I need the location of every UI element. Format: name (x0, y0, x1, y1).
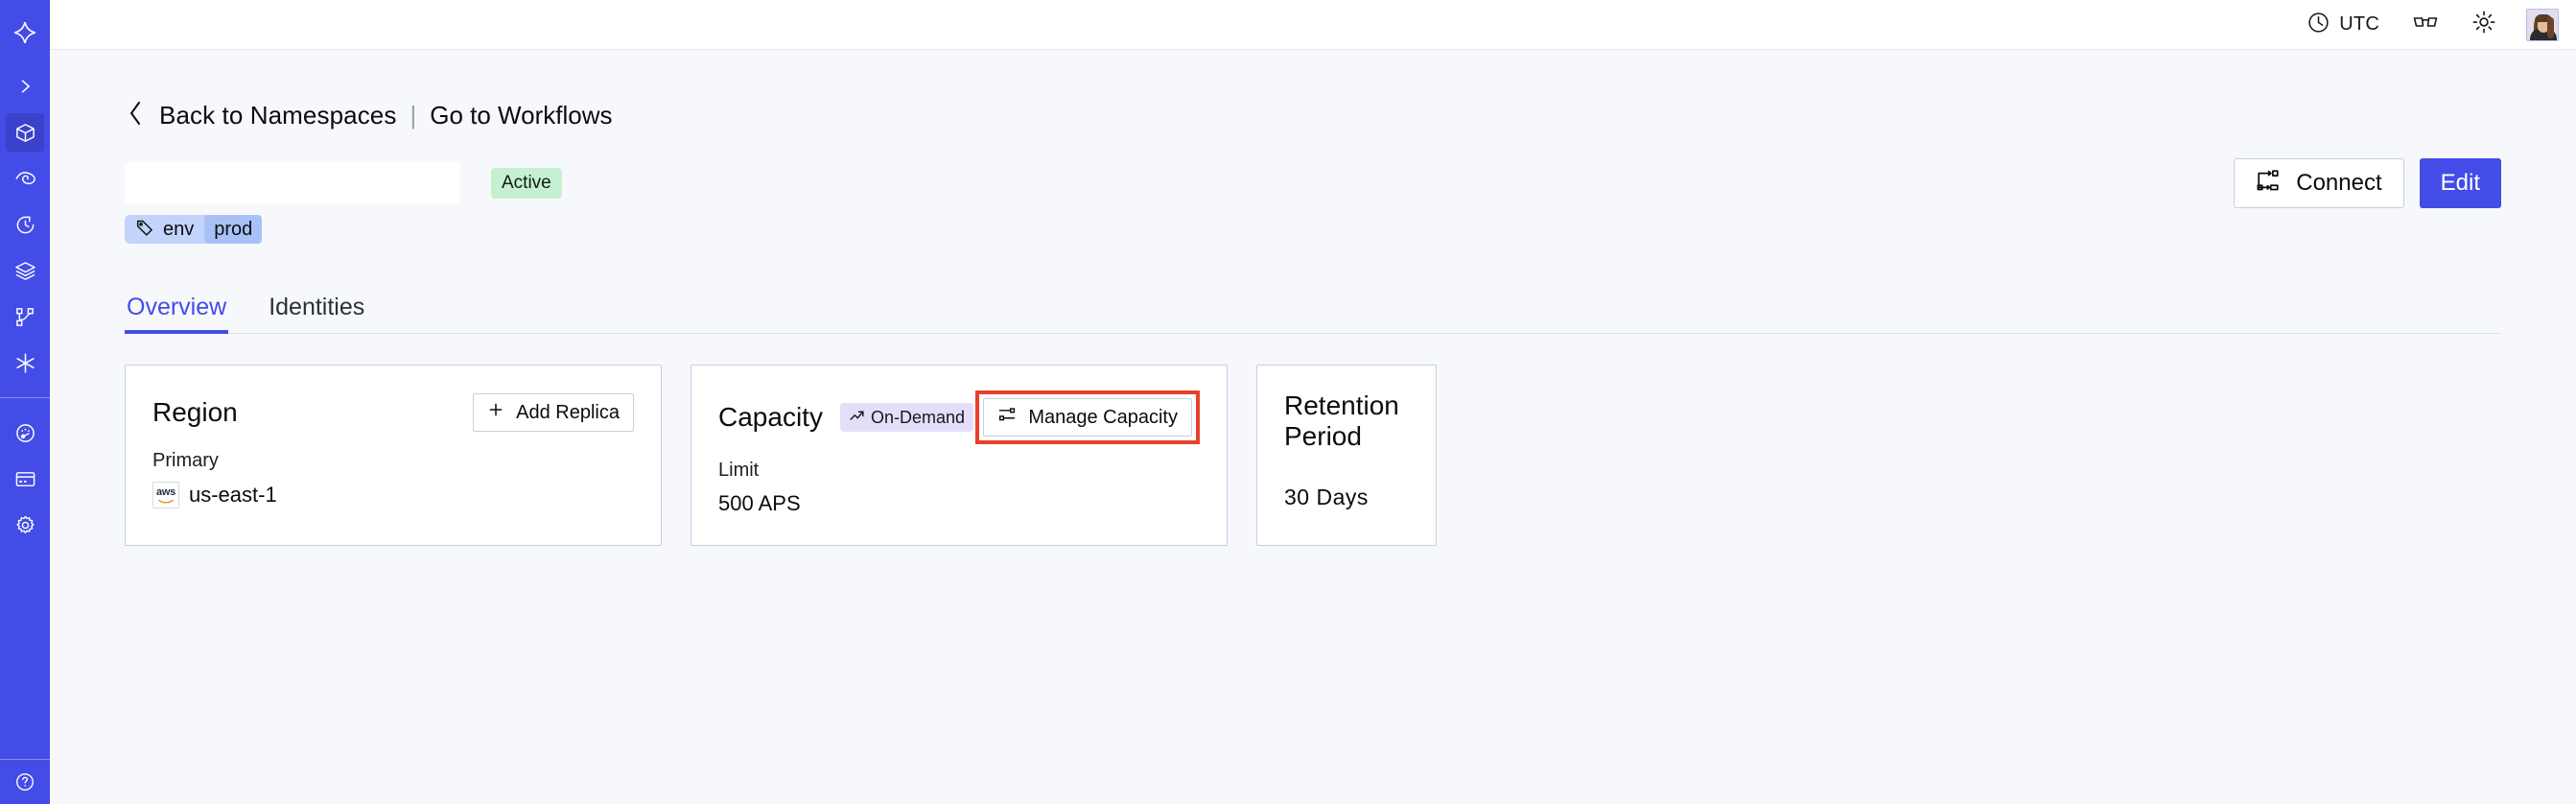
back-to-namespaces-link[interactable]: Back to Namespaces (125, 99, 396, 132)
avatar-hair-front (2535, 13, 2552, 22)
chevron-right-icon (15, 77, 35, 96)
capacity-card-title: Capacity (718, 402, 823, 432)
timezone-selector[interactable]: UTC (2290, 0, 2396, 50)
breadcrumb-divider: | (410, 100, 417, 130)
connect-label: Connect (2296, 170, 2382, 196)
retention-card-title: Retention Period (1284, 390, 1399, 451)
sidebar-primary-group (0, 113, 50, 382)
docs-button[interactable] (2396, 0, 2455, 50)
sliders-icon (997, 405, 1017, 430)
page-content: Back to Namespaces | Go to Workflows Act… (50, 50, 2576, 804)
tab-overview[interactable]: Overview (125, 294, 229, 334)
connect-flow-icon (2256, 168, 2281, 200)
sidebar-logo[interactable] (0, 8, 50, 58)
asterisk-icon (13, 351, 37, 375)
manage-capacity-button[interactable]: Manage Capacity (983, 398, 1192, 437)
cube-icon (14, 122, 36, 144)
sidebar-item-namespaces[interactable] (6, 113, 44, 152)
capacity-value: 500 APS (718, 491, 801, 515)
clock-icon (2307, 11, 2330, 39)
namespace-tag[interactable]: env prod (125, 215, 263, 244)
sidebar-item-observability[interactable] (6, 159, 44, 198)
theme-toggle-button[interactable] (2455, 0, 2513, 50)
capacity-mode-label: On-Demand (870, 408, 965, 427)
go-to-workflows-link[interactable]: Go to Workflows (430, 100, 613, 130)
capacity-card-header: Capacity On-Demand (718, 390, 1200, 444)
chevron-left-icon (125, 99, 146, 132)
sidebar (0, 0, 50, 804)
main-area: UTC (50, 0, 2576, 804)
sidebar-item-batch-operations[interactable] (6, 251, 44, 290)
tag-value: prod (204, 215, 263, 244)
layers-icon (14, 260, 36, 282)
help-circle-icon (14, 771, 35, 792)
namespace-header: Active Co (125, 158, 2501, 208)
gauge-icon (14, 422, 36, 444)
topbar: UTC (50, 0, 2576, 50)
tab-identities[interactable]: Identities (269, 294, 365, 320)
eye-icon (14, 168, 36, 190)
avatar-hair-side (2547, 16, 2554, 38)
sidebar-divider-1 (0, 397, 50, 398)
manage-capacity-highlight: Manage Capacity (975, 390, 1200, 444)
capacity-card: Capacity On-Demand (691, 365, 1228, 546)
aws-wordmark: aws (156, 485, 176, 498)
timezone-label: UTC (2339, 13, 2379, 35)
credit-card-icon (14, 468, 36, 490)
gear-icon (14, 514, 36, 536)
sidebar-item-settings[interactable] (6, 506, 44, 544)
region-value: us-east-1 (189, 483, 277, 507)
tag-icon (135, 218, 154, 242)
capacity-card-action: Manage Capacity (975, 390, 1200, 444)
trend-up-icon (849, 408, 865, 427)
sidebar-item-help[interactable] (6, 763, 44, 801)
region-primary-label: Primary (152, 450, 219, 471)
avatar[interactable] (2526, 8, 2559, 41)
sidebar-divider-2 (0, 759, 50, 760)
tag-key: env (163, 218, 195, 240)
sidebar-item-workflows[interactable] (6, 297, 44, 336)
glasses-icon (2412, 9, 2439, 40)
tab-bar: Overview Identities (125, 282, 2501, 334)
aws-logo-icon: aws (152, 482, 179, 508)
sidebar-item-billing[interactable] (6, 460, 44, 498)
tag-row: env prod (125, 213, 2501, 246)
sidebar-item-nexus[interactable] (6, 343, 44, 382)
status-badge: Active (491, 168, 562, 199)
clock-rotate-icon (14, 214, 36, 236)
add-replica-button[interactable]: Add Replica (473, 393, 634, 432)
git-branch-icon (14, 306, 36, 328)
region-card-action: Add Replica (473, 393, 634, 432)
connect-button[interactable]: Connect (2234, 158, 2404, 208)
sidebar-item-usage[interactable] (6, 414, 44, 452)
manage-capacity-label: Manage Capacity (1028, 406, 1178, 428)
overview-cards: Region Add Replica (125, 365, 2501, 546)
sidebar-expand-button[interactable] (0, 61, 50, 111)
back-label: Back to Namespaces (159, 100, 397, 130)
breadcrumb: Back to Namespaces | Go to Workflows (125, 98, 2501, 132)
region-value-row: aws us-east-1 (152, 482, 634, 508)
retention-card: Retention Period 30 Days (1256, 365, 1437, 546)
region-card-header: Region Add Replica (152, 390, 634, 435)
header-actions: Connect Edit (2234, 158, 2501, 208)
region-card: Region Add Replica (125, 365, 662, 546)
plus-icon (487, 401, 504, 424)
sun-icon (2471, 10, 2496, 39)
add-replica-label: Add Replica (516, 401, 620, 423)
retention-card-header: Retention Period (1284, 390, 1409, 452)
edit-button[interactable]: Edit (2419, 158, 2501, 208)
retention-value: 30 Days (1284, 485, 1369, 509)
temporal-logo-icon (12, 20, 37, 45)
sidebar-item-schedules[interactable] (6, 205, 44, 244)
sidebar-secondary-group (0, 414, 50, 544)
page-title (125, 162, 460, 204)
capacity-limit-label: Limit (718, 460, 760, 481)
region-card-title: Region (152, 397, 238, 427)
capacity-mode-badge: On-Demand (839, 403, 973, 432)
